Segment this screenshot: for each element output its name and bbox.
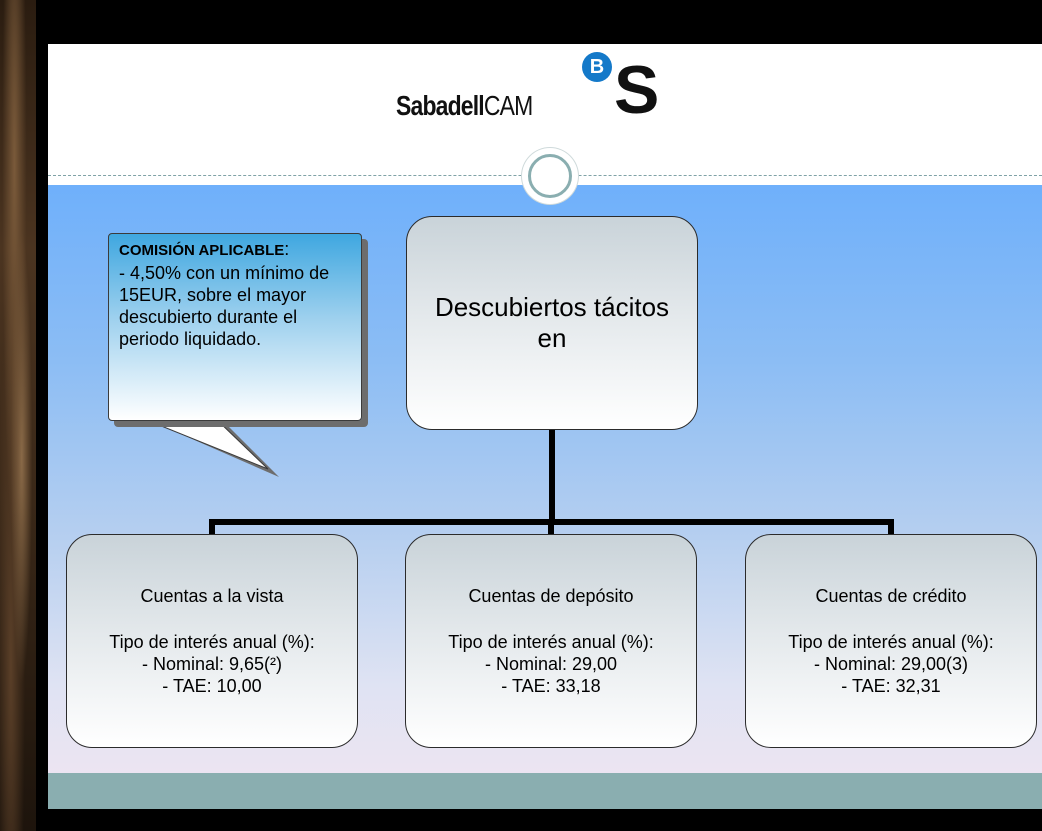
logo-text-regular: CAM (483, 90, 533, 121)
bs-logo-icon: B S (582, 52, 659, 142)
callout-heading: COMISIÓN APLICABLE (119, 242, 285, 259)
node-rate-label: Tipo de interés anual (%): (448, 632, 654, 652)
logo-b-badge: B (582, 52, 612, 82)
node-tae: - TAE: 33,18 (501, 676, 601, 696)
slide-footer (48, 773, 1042, 809)
connector-lines (209, 430, 894, 534)
node-rate-label: Tipo de interés anual (%): (109, 632, 315, 652)
callout-body: - 4,50% con un mínimo de 15EUR, sobre el… (119, 263, 330, 349)
node-cuentas-credito: Cuentas de crédito Tipo de interés anual… (745, 534, 1037, 748)
node-title: Cuentas a la vista (140, 586, 284, 606)
logo-text-bold: Sabadell (396, 90, 485, 121)
node-nominal: - Nominal: 29,00 (484, 654, 618, 674)
node-rate-label: Tipo de interés anual (%): (788, 632, 994, 652)
node-tae: - TAE: 32,31 (841, 676, 941, 696)
node-nominal: - Nominal: 9,65(²) (141, 654, 283, 674)
callout-box: COMISIÓN APLICABLE: - 4,50% con un mínim… (108, 233, 362, 421)
root-node-descubiertos: Descubiertos tácitos en (406, 216, 698, 430)
sabadellcam-logo: SabadellCAM (396, 90, 533, 122)
node-title: Cuentas de crédito (815, 586, 967, 606)
callout-heading-suffix: : (284, 239, 290, 259)
node-nominal: - Nominal: 29,00(3) (813, 654, 969, 674)
node-cuentas-vista: Cuentas a la vista Tipo de interés anual… (66, 534, 358, 748)
node-tae: - TAE: 10,00 (162, 676, 262, 696)
slide: SabadellCAM B S Descubiertos tácitos en … (48, 44, 1042, 809)
root-node-line2: en (537, 323, 567, 353)
node-cuentas-deposito: Cuentas de depósito Tipo de interés anua… (405, 534, 697, 748)
commission-callout: COMISIÓN APLICABLE: - 4,50% con un mínim… (108, 233, 366, 485)
logo-s-letter: S (614, 52, 660, 128)
root-node-line1: Descubiertos tácitos (434, 292, 670, 322)
background-photo (0, 0, 36, 831)
node-title: Cuentas de depósito (468, 586, 634, 606)
divider-circle-icon (522, 148, 578, 204)
